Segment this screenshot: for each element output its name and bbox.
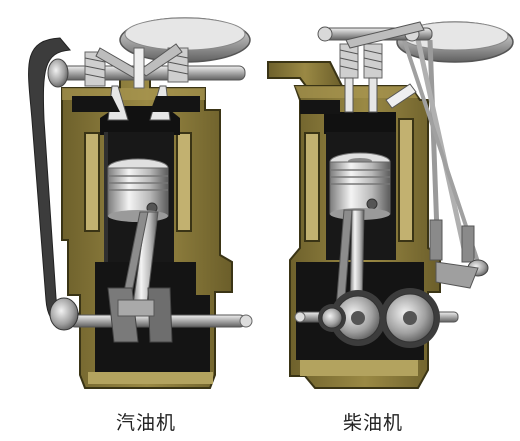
diesel-intake-manifold: [267, 61, 344, 87]
gasoline-engine: [28, 17, 253, 389]
gasoline-crankshaft: [69, 287, 253, 343]
diesel-valve-train: [300, 21, 433, 114]
diesel-connecting-rod: [335, 209, 365, 311]
gasoline-engine-label: 汽油机: [116, 412, 177, 434]
diesel-engine-label: 柴油机: [343, 412, 404, 434]
diesel-push-rods: [402, 39, 489, 289]
diesel-engine: [267, 21, 514, 389]
gasoline-connecting-rod: [119, 211, 159, 313]
gasoline-piston: [107, 158, 169, 222]
fuel-injector: [385, 83, 417, 109]
gasoline-valve-train: [47, 43, 246, 121]
spark-plug: [133, 47, 145, 89]
crank-pulley: [49, 297, 79, 331]
diesel-timing-gears: [318, 288, 440, 348]
